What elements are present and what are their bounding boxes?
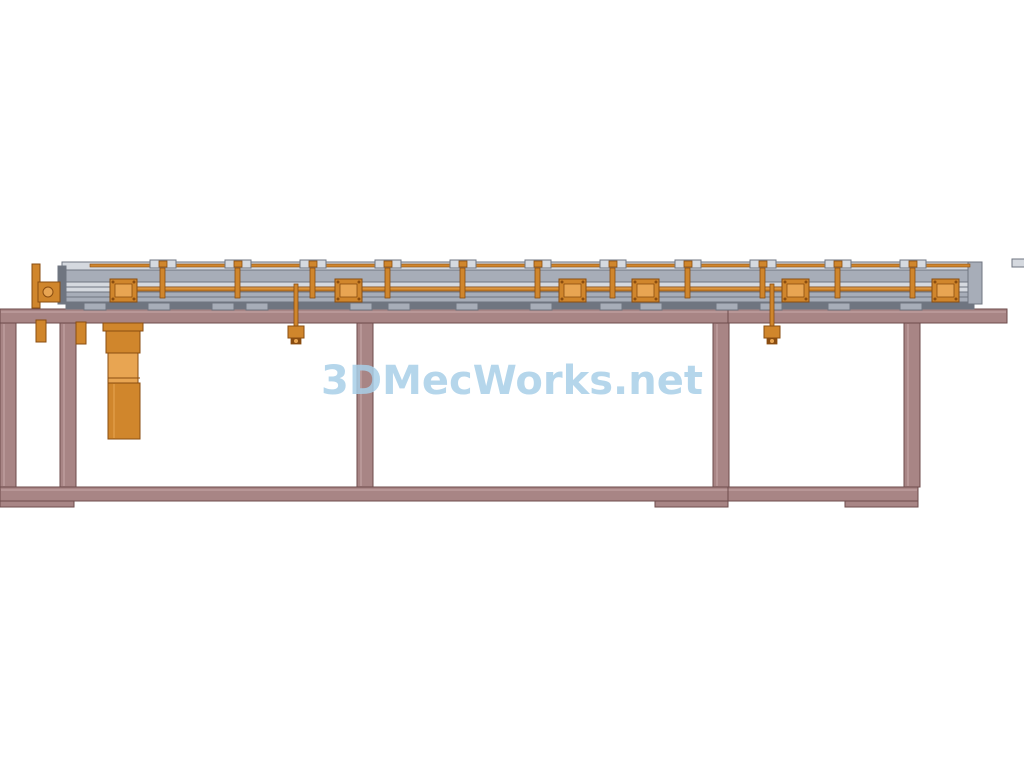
frame-top-beam [0, 308, 1008, 324]
motor-gearbox [105, 330, 141, 354]
carrier-inner [636, 283, 655, 298]
carrier-bolt [954, 297, 958, 301]
carrier-bolt [336, 297, 340, 301]
rail-support-pad [827, 302, 851, 311]
carrier-bolt [560, 297, 564, 301]
frame-leg [356, 322, 374, 488]
clamp-block [608, 260, 618, 268]
rail-support-pad [83, 302, 107, 311]
carrier-bolt [633, 280, 637, 284]
carrier-bolt [560, 280, 564, 284]
carrier-bolt [581, 280, 585, 284]
rail-support-pad [899, 302, 923, 311]
carrier-inner [563, 283, 582, 298]
carrier-bolt [633, 297, 637, 301]
clamp-block [158, 260, 168, 268]
clamp-post [609, 267, 616, 299]
carrier-bolt [132, 297, 136, 301]
rail-support-pad [455, 302, 479, 311]
rail-end-bracket-right [1011, 258, 1024, 268]
motor-cylinder [107, 382, 141, 440]
clamp-block [308, 260, 318, 268]
clamp-post [459, 267, 466, 299]
sensor-stem [769, 283, 775, 327]
carrier-bolt [357, 280, 361, 284]
motor-mount-plate [102, 322, 144, 332]
carrier-bolt [933, 297, 937, 301]
rail-base-strip [65, 301, 975, 310]
clamp-block [233, 260, 243, 268]
carrier-bolt [581, 297, 585, 301]
orange-components [31, 259, 971, 440]
rail-support-pad [715, 302, 739, 311]
rail-end-cap-right [967, 261, 983, 305]
carrier-bolt [933, 280, 937, 284]
rail-support-pad [245, 302, 269, 311]
frame-foot [844, 500, 919, 508]
clamp-post [234, 267, 241, 299]
clamp-block [683, 260, 693, 268]
rail-support-pad [529, 302, 553, 311]
carrier-bolt [654, 280, 658, 284]
sensor-lens [770, 339, 774, 343]
frame-leg [712, 322, 730, 488]
carrier-bolt [111, 280, 115, 284]
clamp-block [908, 260, 918, 268]
clamp-post [159, 267, 166, 299]
rail-support-pad [211, 302, 235, 311]
clamp-block [533, 260, 543, 268]
rail-support-pad [387, 302, 411, 311]
frame-foot [654, 500, 729, 508]
carrier-bolt [783, 297, 787, 301]
carrier-inner [786, 283, 805, 298]
rail-upper-channel [59, 269, 981, 283]
clamp-block [458, 260, 468, 268]
carrier-inner [339, 283, 358, 298]
clamp-post [309, 267, 316, 299]
carrier-bolt [783, 280, 787, 284]
sensor-body [287, 325, 305, 339]
left-linkage [35, 319, 47, 343]
left-actuator-pivot [42, 286, 54, 298]
support-frame [0, 308, 1008, 508]
sensor-body [763, 325, 781, 339]
carrier-inner [936, 283, 955, 298]
left-bracket [75, 321, 87, 345]
carrier-bolt [111, 297, 115, 301]
rail-support-pad [349, 302, 373, 311]
clamp-post [684, 267, 691, 299]
carrier-bolt [132, 280, 136, 284]
carrier-bolt [954, 280, 958, 284]
clamp-block [383, 260, 393, 268]
carrier-bolt [804, 297, 808, 301]
clamp-post [384, 267, 391, 299]
clamp-post [909, 267, 916, 299]
frame-foot [0, 500, 75, 508]
carrier-bolt [804, 280, 808, 284]
carrier-inner [114, 283, 133, 298]
frame-leg [0, 322, 17, 488]
frame-leg [59, 322, 77, 488]
clamp-post [534, 267, 541, 299]
sensor-stem [293, 283, 299, 327]
clamp-post [759, 267, 766, 299]
clamp-block [758, 260, 768, 268]
clamp-block [833, 260, 843, 268]
frame-bottom-beam [0, 486, 919, 502]
rail-support-pad [599, 302, 623, 311]
carrier-bolt [654, 297, 658, 301]
clamp-post [834, 267, 841, 299]
rail-support-pad [147, 302, 171, 311]
frame-leg [903, 322, 921, 488]
carrier-bolt [357, 297, 361, 301]
carrier-bolt [336, 280, 340, 284]
rail-support-pad [639, 302, 663, 311]
sensor-lens [294, 339, 298, 343]
